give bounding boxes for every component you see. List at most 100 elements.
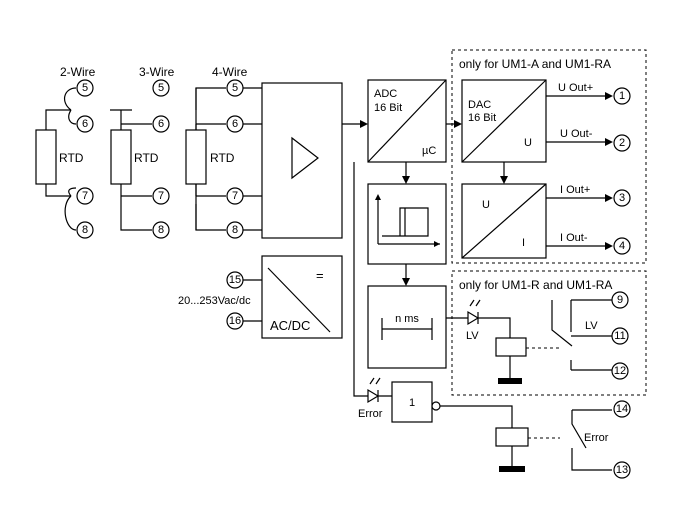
three-wire-rtd-element xyxy=(110,129,132,185)
adc-bits-label: 16 Bit xyxy=(374,102,402,114)
terminal-13 xyxy=(613,461,631,479)
lv-ground-icon xyxy=(498,378,522,384)
svg-text:6: 6 xyxy=(82,118,88,130)
u-out-minus-label: U Out- xyxy=(560,128,593,140)
u-to-i-converter: U I I Out+ I Out- 3 4 xyxy=(461,183,631,259)
three-wire-rtd: RTD 5 6 7 8 xyxy=(110,79,170,239)
svg-text:14: 14 xyxy=(616,403,628,415)
svg-text:2: 2 xyxy=(619,137,625,149)
ui-u-label: U xyxy=(482,199,490,211)
relay-group-note: only for UM1-R and UM1-RA xyxy=(459,278,612,292)
adc-block: ADC 16 Bit µC xyxy=(367,79,462,184)
terminal-16 xyxy=(226,312,244,330)
terminal-8-3w xyxy=(152,221,170,239)
svg-text:1: 1 xyxy=(619,90,625,102)
svg-text:3: 3 xyxy=(619,192,625,204)
dac-bits-label: 16 Bit xyxy=(468,112,496,124)
svg-text:5: 5 xyxy=(158,82,164,94)
four-wire-rtd: RTD 5 6 7 8 xyxy=(185,79,262,239)
svg-text:15: 15 xyxy=(229,274,241,286)
svg-text:5: 5 xyxy=(82,82,88,94)
terminal-6-3w xyxy=(152,115,170,133)
svg-text:8: 8 xyxy=(82,224,88,236)
error-relay-coil xyxy=(495,427,529,447)
analog-output-group xyxy=(451,49,647,264)
lv-relay-coil xyxy=(495,337,527,357)
svg-text:8: 8 xyxy=(232,224,238,236)
u-out-plus-label: U Out+ xyxy=(558,82,593,94)
svg-text:7: 7 xyxy=(158,190,164,202)
svg-text:4: 4 xyxy=(619,240,625,252)
svg-text:13: 13 xyxy=(616,464,628,476)
analog-group-note: only for UM1-A and UM1-RA xyxy=(459,57,611,71)
arrow-to-timer xyxy=(402,278,410,286)
error-ground-icon xyxy=(499,466,525,472)
i-out-minus-label: I Out- xyxy=(560,232,588,244)
two-wire-rtd-element xyxy=(35,129,57,185)
lv-led-icon xyxy=(467,310,480,326)
lv-relay: LV LV 9 11 12 xyxy=(466,291,629,384)
four-wire-rtd-element xyxy=(185,129,207,185)
power-eq-label: = xyxy=(316,268,324,283)
uc-label: µC xyxy=(422,145,436,157)
terminal-12 xyxy=(611,362,629,380)
terminal-3 xyxy=(613,189,631,207)
svg-text:12: 12 xyxy=(614,365,626,377)
two-wire-rtd: RTD 5 6 7 8 xyxy=(35,79,94,239)
timer-block: n ms xyxy=(367,285,468,369)
error-contact-label: Error xyxy=(584,432,609,444)
power-supply-block: = AC/DC 15 16 20...253Vac/dc xyxy=(178,255,343,339)
comparator-block xyxy=(367,183,447,286)
ui-i-label: I xyxy=(522,237,525,249)
svg-text:7: 7 xyxy=(82,190,88,202)
timer-label: n ms xyxy=(395,313,419,325)
error-logic-label: 1 xyxy=(409,397,415,409)
dac-block: DAC 16 Bit U U Out+ U Out- 1 2 xyxy=(461,79,631,184)
error-led-icon xyxy=(367,388,380,404)
arrow-to-adc xyxy=(360,120,368,128)
three-wire-rtd-label: RTD xyxy=(134,151,159,165)
power-acdc-label: AC/DC xyxy=(270,318,310,333)
arrow-to-dac xyxy=(454,120,462,128)
terminal-5-2w xyxy=(76,79,94,97)
dac-u-label: U xyxy=(524,137,532,149)
dac-label: DAC xyxy=(468,99,491,111)
four-wire-label: 4-Wire xyxy=(212,65,248,79)
lv-contact-label: LV xyxy=(585,320,598,332)
two-wire-label: 2-Wire xyxy=(60,65,96,79)
amplifier-symbol xyxy=(291,136,319,180)
adc-label: ADC xyxy=(374,88,397,100)
two-wire-rtd-label: RTD xyxy=(59,151,84,165)
i-out-plus-label: I Out+ xyxy=(560,184,590,196)
arrow-to-comparator xyxy=(402,176,410,184)
relay-output-group xyxy=(451,270,647,396)
svg-text:8: 8 xyxy=(158,224,164,236)
error-logic-gate xyxy=(391,381,433,423)
four-wire-rtd-label: RTD xyxy=(210,151,235,165)
terminal-4 xyxy=(613,237,631,255)
svg-text:11: 11 xyxy=(614,330,625,342)
error-led-label: Error xyxy=(358,408,383,420)
terminal-1 xyxy=(613,87,631,105)
lv-led-label: LV xyxy=(466,330,479,342)
svg-text:9: 9 xyxy=(617,294,623,306)
three-wire-label: 3-Wire xyxy=(139,65,175,79)
inverter-bubble xyxy=(431,401,441,411)
svg-text:7: 7 xyxy=(232,190,238,202)
svg-text:16: 16 xyxy=(229,315,241,327)
terminal-14 xyxy=(613,400,631,418)
terminal-2 xyxy=(613,134,631,152)
terminal-8-2w xyxy=(76,221,94,239)
terminal-9 xyxy=(611,291,629,309)
svg-text:6: 6 xyxy=(158,118,164,130)
svg-text:5: 5 xyxy=(232,82,238,94)
supply-range-label: 20...253Vac/dc xyxy=(178,295,251,307)
terminal-11 xyxy=(611,327,629,345)
svg-text:6: 6 xyxy=(232,118,238,130)
error-relay: Error 1 Error 14 13 xyxy=(353,162,631,479)
terminal-15 xyxy=(226,271,244,289)
terminal-7-2w xyxy=(76,187,94,205)
terminal-5-3w xyxy=(152,79,170,97)
